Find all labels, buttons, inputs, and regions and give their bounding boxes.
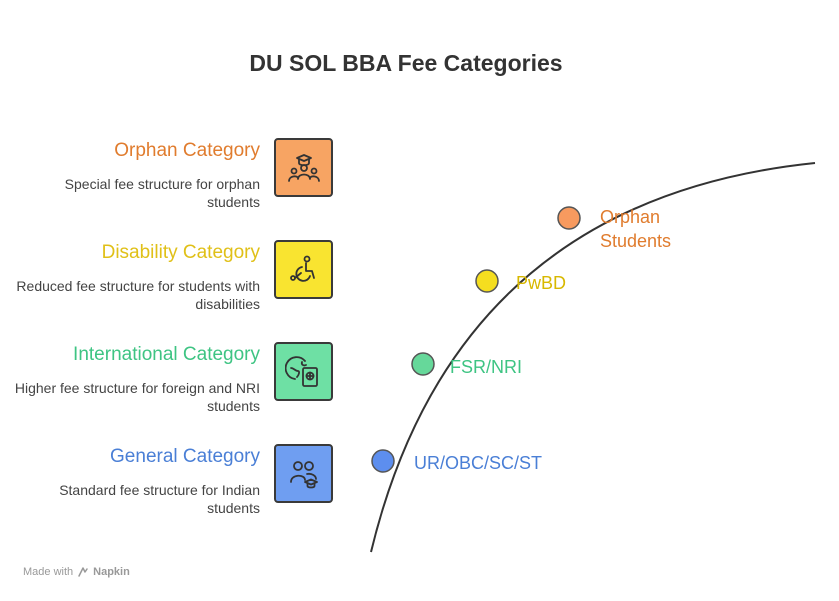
arc-point-orphan <box>557 206 581 230</box>
arc-label-orphan-line2: Students <box>600 231 672 251</box>
general-icon-box <box>274 444 333 503</box>
footer: Made with Napkin <box>23 566 130 578</box>
orphan-icon-box <box>274 138 333 197</box>
students-icon <box>289 460 318 488</box>
globe-passport-icon <box>284 355 318 387</box>
arc-label-pwbd: PwBD <box>516 273 567 293</box>
arc-point-general <box>371 449 395 473</box>
napkin-brand-text: Napkin <box>93 566 130 578</box>
arc-label-orphan-line1: Orphan <box>600 207 661 227</box>
wheelchair-icon <box>289 255 315 282</box>
disability-icon-box <box>274 240 333 299</box>
general-category-desc: Standard fee structure for Indian studen… <box>59 482 260 516</box>
arc-point-pwbd <box>475 269 499 293</box>
international-icon-box <box>274 342 333 401</box>
general-category-title: General Category <box>110 446 260 467</box>
disability-category-desc: Reduced fee structure for students with … <box>16 278 260 312</box>
made-with-text: Made with <box>23 566 74 578</box>
disability-category-title: Disability Category <box>101 242 260 263</box>
international-category-title: International Category <box>73 344 260 365</box>
arc-line <box>370 162 816 553</box>
page-title: DU SOL BBA Fee Categories <box>249 50 563 76</box>
arc-label-general: UR/OBC/SC/ST <box>414 453 543 473</box>
arc-label-orphan: Orphan Students <box>600 205 671 253</box>
napkin-logo-icon <box>78 567 88 577</box>
orphan-category-title: Orphan Category <box>114 140 260 161</box>
international-category-desc: Higher fee structure for foreign and NRI… <box>14 380 260 414</box>
arc-label-fsr-nri: FSR/NRI <box>450 357 522 377</box>
graduate-group-icon <box>287 153 320 182</box>
orphan-category-desc: Special fee structure for orphan student… <box>64 176 260 210</box>
arc-point-fsr-nri <box>411 352 435 376</box>
